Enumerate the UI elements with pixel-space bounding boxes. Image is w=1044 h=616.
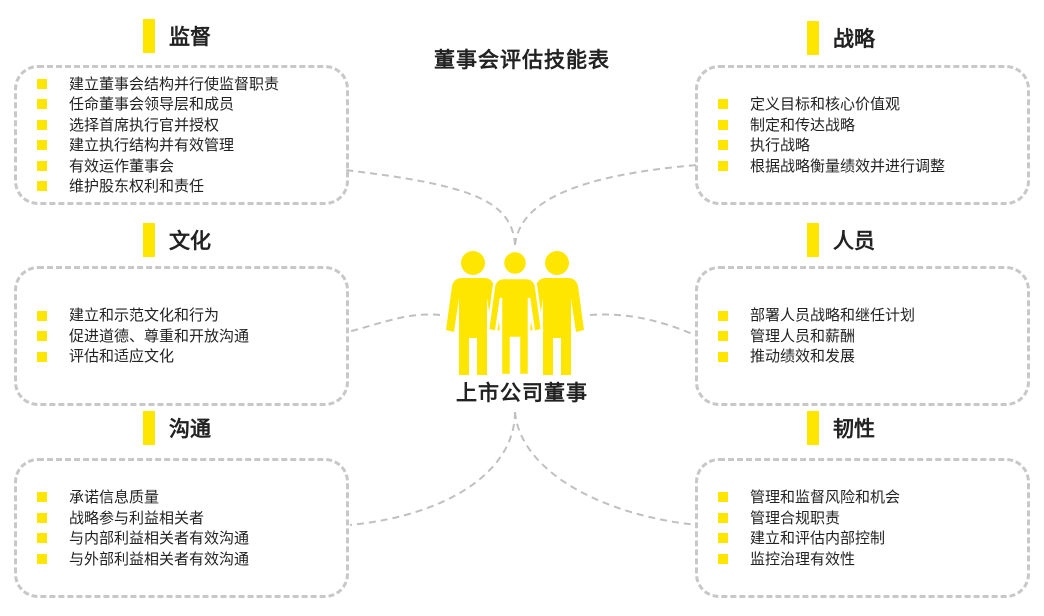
section-title-culture: 文化 (143, 222, 211, 258)
section-title-communication: 沟通 (143, 410, 211, 446)
title-accent-bar (143, 411, 155, 445)
list-item: 推动绩效和发展 (718, 346, 1027, 367)
section-box-strategy: 定义目标和核心价值观 制定和传达战略 执行战略 根据战略衡量绩效并进行调整 (695, 65, 1030, 205)
connector-resilience (514, 411, 698, 526)
connector-communication (349, 411, 516, 526)
list-item: 建立董事会结构并行使监督职责 (37, 74, 346, 95)
list-item: 促进道德、尊重和开放沟通 (37, 326, 346, 347)
bullet-icon (37, 533, 47, 544)
people-group-icon (446, 250, 584, 375)
bullet-icon (718, 351, 728, 362)
section-title-oversight: 监督 (143, 18, 211, 54)
list-item: 与内部利益相关者有效沟通 (37, 528, 346, 549)
list-item: 有效运作董事会 (37, 156, 346, 177)
list-item: 管理和监督风险和机会 (718, 487, 1027, 508)
bullet-icon (718, 553, 728, 564)
bullet-icon (37, 351, 47, 362)
bullet-icon (718, 492, 728, 503)
bullet-icon (718, 99, 728, 110)
people-list: 部署人员战略和继任计划 管理人员和薪酬 推动绩效和发展 (698, 305, 1027, 367)
section-title-people: 人员 (807, 222, 875, 258)
section-title-strategy: 战略 (807, 20, 875, 56)
connector-oversight (344, 169, 516, 246)
section-box-communication: 承诺信息质量 战略参与利益相关者 与内部利益相关者有效沟通 与外部利益相关者有效… (14, 458, 349, 598)
list-item: 维护股东权利和责任 (37, 176, 346, 197)
resilience-list: 管理和监督风险和机会 管理合规职责 建立和评估内部控制 监控治理有效性 (698, 487, 1027, 569)
center-label: 上市公司董事 (456, 381, 588, 405)
title-accent-bar (807, 21, 819, 55)
list-item: 与外部利益相关者有效沟通 (37, 549, 346, 570)
bullet-icon (37, 160, 47, 171)
person-figure-left (446, 251, 500, 375)
list-item: 管理合规职责 (718, 508, 1027, 529)
culture-list: 建立和示范文化和行为 促进道德、尊重和开放沟通 评估和适应文化 (17, 305, 346, 367)
bullet-icon (718, 331, 728, 341)
list-item: 执行战略 (718, 135, 1027, 156)
list-item: 建立执行结构并有效管理 (37, 135, 346, 156)
bullet-icon (37, 99, 47, 110)
list-item: 选择首席执行官并授权 (37, 115, 346, 136)
bullet-icon (718, 512, 728, 523)
list-item: 建立和评估内部控制 (718, 528, 1027, 549)
list-item: 战略参与利益相关者 (37, 508, 346, 529)
person-figure-center (486, 250, 544, 375)
bullet-icon (718, 310, 728, 321)
list-item: 制定和传达战略 (718, 115, 1027, 136)
bullet-icon (718, 533, 728, 544)
section-box-resilience: 管理和监督风险和机会 管理合规职责 建立和评估内部控制 监控治理有效性 (695, 458, 1030, 598)
section-box-culture: 建立和示范文化和行为 促进道德、尊重和开放沟通 评估和适应文化 (14, 266, 349, 406)
oversight-list: 建立董事会结构并行使监督职责 任命董事会领导层和成员 选择首席执行官并授权 建立… (17, 74, 346, 197)
section-box-oversight: 建立董事会结构并行使监督职责 任命董事会领导层和成员 选择首席执行官并授权 建立… (14, 65, 349, 205)
list-item: 任命董事会领导层和成员 (37, 94, 346, 115)
bullet-icon (37, 140, 47, 151)
bullet-icon (718, 160, 728, 171)
bullet-icon (718, 140, 728, 151)
bullet-icon (37, 553, 47, 564)
section-title-resilience: 韧性 (807, 410, 875, 446)
list-item: 评估和适应文化 (37, 346, 346, 367)
title-accent-bar (807, 411, 819, 445)
bullet-icon (37, 331, 47, 341)
bullet-icon (718, 119, 728, 130)
list-item: 管理人员和薪酬 (718, 326, 1027, 347)
chart-title: 董事会评估技能表 (434, 48, 610, 72)
bullet-icon (37, 310, 47, 321)
connector-culture (347, 313, 441, 333)
bullet-icon (37, 512, 47, 523)
list-item: 根据战略衡量绩效并进行调整 (718, 156, 1027, 177)
title-accent-bar (143, 19, 155, 53)
section-box-people: 部署人员战略和继任计划 管理人员和薪酬 推动绩效和发展 (695, 266, 1030, 406)
connector-strategy (514, 164, 698, 246)
communication-list: 承诺信息质量 战略参与利益相关者 与内部利益相关者有效沟通 与外部利益相关者有效… (17, 487, 346, 569)
title-accent-bar (143, 223, 155, 257)
list-item: 承诺信息质量 (37, 487, 346, 508)
bullet-icon (37, 181, 47, 192)
list-item: 部署人员战略和继任计划 (718, 305, 1027, 326)
bullet-icon (37, 78, 47, 89)
list-item: 监控治理有效性 (718, 549, 1027, 570)
person-figure-right (530, 251, 584, 375)
list-item: 定义目标和核心价值观 (718, 94, 1027, 115)
connector-people (589, 313, 698, 337)
strategy-list: 定义目标和核心价值观 制定和传达战略 执行战略 根据战略衡量绩效并进行调整 (698, 94, 1027, 176)
bullet-icon (37, 492, 47, 503)
list-item: 建立和示范文化和行为 (37, 305, 346, 326)
bullet-icon (37, 119, 47, 130)
title-accent-bar (807, 223, 819, 257)
